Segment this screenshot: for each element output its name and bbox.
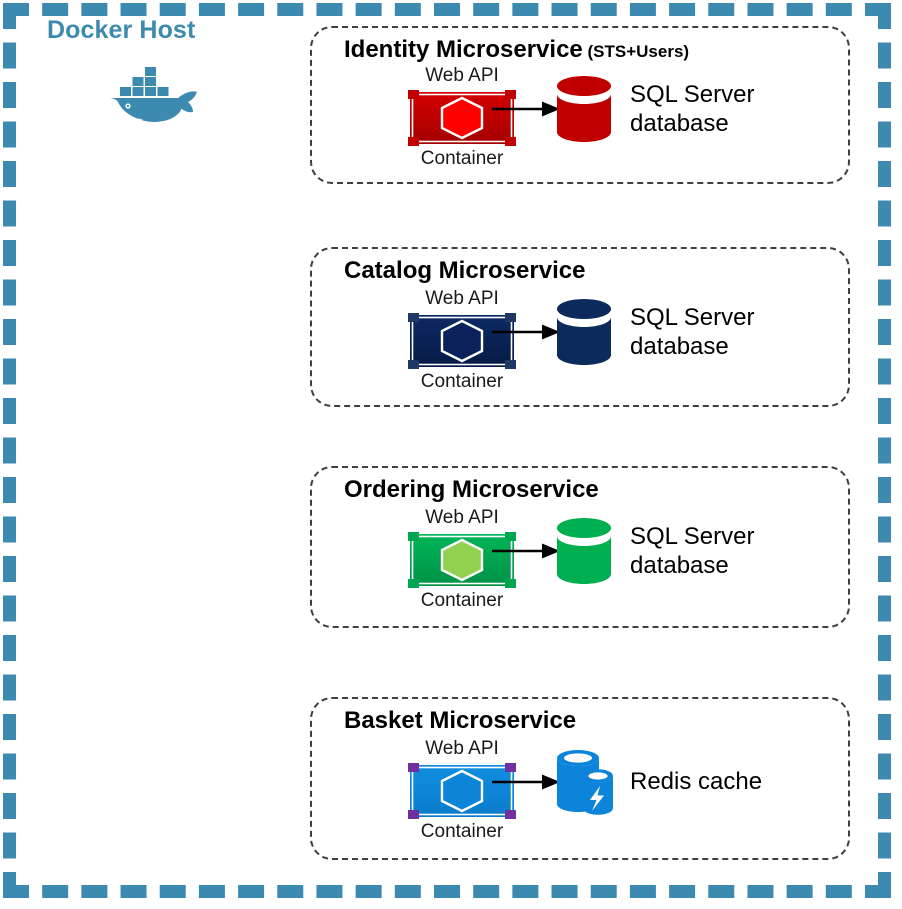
web-api-label-catalog: Web API xyxy=(425,288,499,309)
panel-title-basket: Basket Microservice xyxy=(344,707,576,735)
panel-body-basket: Web API Container xyxy=(312,699,848,858)
sql-server-database-icon-svg xyxy=(557,518,611,584)
docker-host-frame xyxy=(3,3,891,898)
panel-title-main-basket: Basket Microservice xyxy=(344,707,577,734)
arrow-identity xyxy=(492,98,562,120)
container-label-catalog: Container xyxy=(420,370,504,392)
arrow-basket xyxy=(492,771,562,793)
container-icon-svg xyxy=(408,531,516,588)
microservice-panel-ordering[interactable]: Ordering Microservice Web API Container xyxy=(310,466,850,628)
datastore-label-identity: SQL Server database xyxy=(630,80,755,137)
datastore-group-identity[interactable]: SQL Server database xyxy=(552,73,755,145)
panel-body-ordering: Web API Container xyxy=(312,468,848,626)
web-api-label-ordering: Web API xyxy=(425,507,499,528)
panel-body-catalog: Web API Container xyxy=(312,249,848,405)
container-group-catalog[interactable]: Web API Container xyxy=(382,288,542,393)
arrow-right-icon-svg xyxy=(492,543,560,559)
container-icon-svg xyxy=(408,762,516,819)
datastore-group-ordering[interactable]: SQL Server database xyxy=(552,515,755,587)
microservice-panel-catalog[interactable]: Catalog Microservice Web API Container xyxy=(310,247,850,407)
panel-title-suffix-identity: (STS+Users) xyxy=(582,42,690,61)
container-icon-svg xyxy=(408,89,516,146)
panel-title-ordering: Ordering Microservice xyxy=(344,476,599,504)
web-api-label-identity: Web API xyxy=(425,65,499,86)
panel-title-catalog: Catalog Microservice xyxy=(344,257,585,285)
container-group-identity[interactable]: Web API Container xyxy=(382,65,542,170)
redis-cache-icon-svg xyxy=(557,750,613,815)
panel-title-identity: Identity Microservice (STS+Users) xyxy=(344,36,689,64)
container-group-ordering[interactable]: Web API Container xyxy=(382,507,542,612)
container-label-ordering: Container xyxy=(420,589,504,611)
sql-server-database-icon-svg xyxy=(557,299,611,365)
arrow-right-icon-svg xyxy=(492,324,560,340)
panel-title-main-identity: Identity Microservice xyxy=(344,36,583,63)
arrow-ordering xyxy=(492,540,562,562)
arrow-catalog xyxy=(492,321,562,343)
datastore-group-basket[interactable]: Redis cache xyxy=(552,746,762,818)
container-group-basket[interactable]: Web API Container xyxy=(382,738,542,843)
docker-host-title: Docker Host xyxy=(47,16,196,44)
datastore-label-catalog: SQL Server database xyxy=(630,303,755,360)
container-label-identity: Container xyxy=(420,147,504,169)
datastore-label-ordering: SQL Server database xyxy=(630,522,755,579)
datastore-label-basket: Redis cache xyxy=(630,768,763,796)
docker-whale-icon xyxy=(93,57,201,123)
microservice-panel-basket[interactable]: Basket Microservice Web API Container xyxy=(310,697,850,860)
arrow-right-icon-svg xyxy=(492,101,560,117)
container-label-basket: Container xyxy=(420,820,504,842)
panel-title-main-catalog: Catalog Microservice xyxy=(344,257,586,284)
panel-title-main-ordering: Ordering Microservice xyxy=(344,476,599,503)
sql-server-database-icon-svg xyxy=(557,76,611,142)
container-icon-svg xyxy=(408,312,516,369)
panel-body-identity: Web API Container xyxy=(312,28,848,182)
web-api-label-basket: Web API xyxy=(425,738,499,759)
datastore-group-catalog[interactable]: SQL Server database xyxy=(552,296,755,368)
microservice-panel-identity[interactable]: Identity Microservice (STS+Users) Web AP… xyxy=(310,26,850,184)
arrow-right-icon-svg xyxy=(492,774,560,790)
